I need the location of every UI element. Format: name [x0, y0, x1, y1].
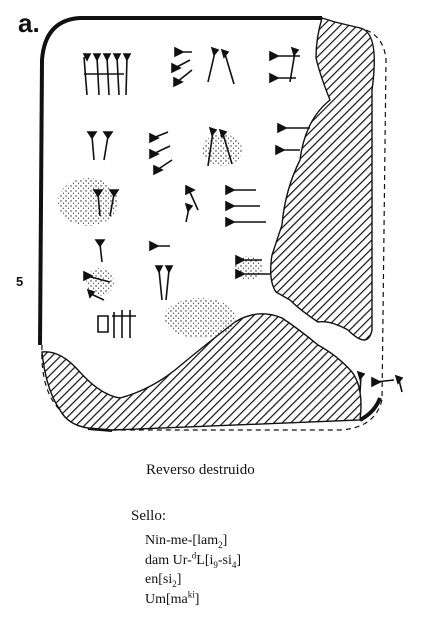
sign-row-4 — [94, 239, 270, 280]
damage-right — [269, 17, 375, 341]
edge-signs — [356, 370, 404, 393]
damage-bottom — [41, 313, 362, 431]
seal-line: Um[maki] — [145, 588, 200, 607]
sign-row-2 — [86, 122, 310, 176]
line-number: 5 — [16, 274, 24, 289]
seal-line: en[si2] — [145, 572, 182, 589]
reconstructed-outline — [41, 19, 387, 431]
cuneiform-signs — [82, 46, 404, 393]
worn-patch — [58, 178, 118, 226]
reverse-caption: Reverso destruido — [146, 462, 255, 478]
worn-patch — [86, 268, 114, 296]
worn-patch — [164, 298, 236, 338]
sign-row-6 — [97, 310, 136, 338]
seal-heading: Sello: — [131, 508, 167, 524]
figure-label: a. — [18, 8, 40, 38]
sign-row-3 — [92, 184, 266, 228]
seal-inscription: Nin-me-[lam2] dam Ur-dL[i9-si4] en[si2] … — [145, 531, 241, 609]
sign-row-5 — [83, 265, 174, 301]
tablet-border — [38, 16, 322, 346]
tablet-right-edge — [359, 397, 382, 422]
seal-line: Nin-me-[lam2] — [145, 533, 228, 550]
seal-line: dam Ur-dL[i9-si4] — [145, 549, 242, 570]
tablet-drawing — [38, 16, 404, 432]
sign-row-1 — [82, 46, 300, 96]
